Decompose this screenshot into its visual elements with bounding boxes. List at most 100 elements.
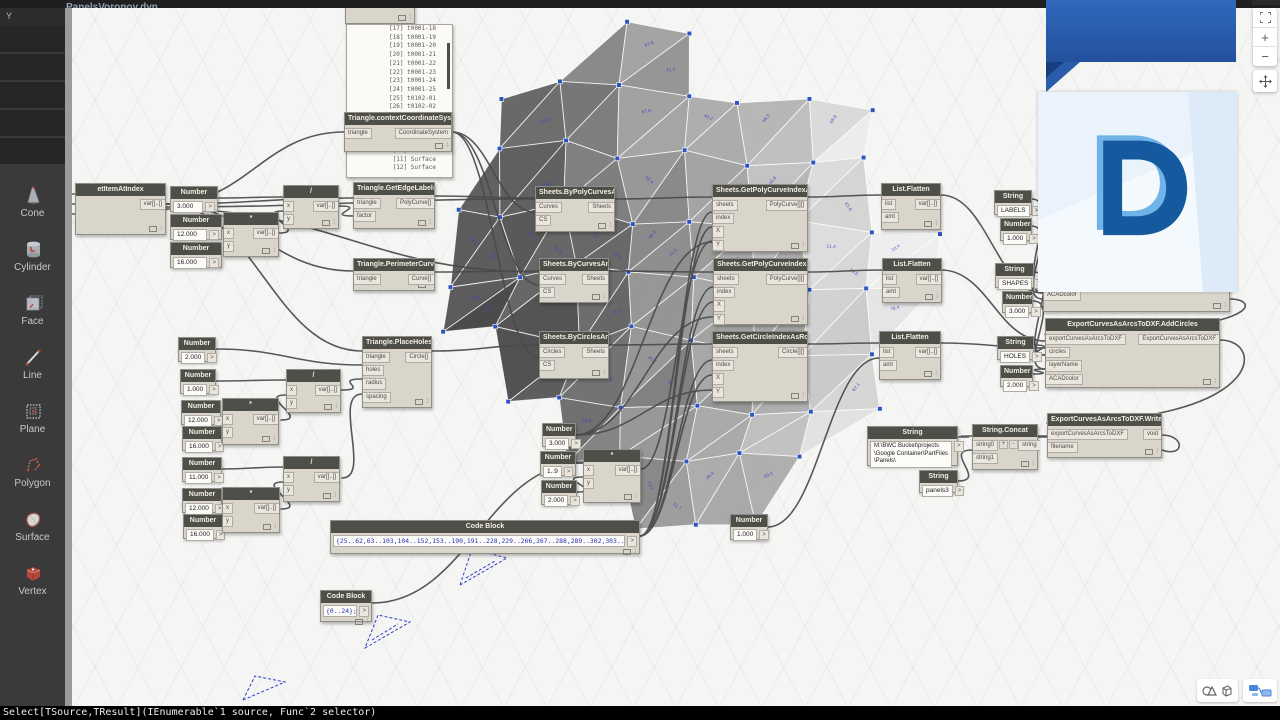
sheets-by-polycurves-in-CS[interactable]: CS [536,215,552,227]
number-1e-value[interactable]: 1.000 [733,529,758,542]
number-12b-header[interactable]: Number [182,401,220,414]
string-shapes-value[interactable]: SHAPES [998,278,1033,291]
export-write-file-in-filename[interactable]: filename [1048,442,1078,454]
export-add-circles-header[interactable]: ExportCurvesAsArcsToDXF.AddCircles [1046,319,1219,332]
sheets-by-polycurves-in-Curves[interactable]: Curves [536,202,563,214]
string-labels-value[interactable]: LABELS [997,205,1030,218]
get-polycurve-index-2-in-X[interactable]: X [714,300,726,312]
lacing-icon[interactable] [355,619,364,626]
number-1b-out-port[interactable]: > [209,384,219,396]
get-circle-index-out-Circle[interactable]: Circle[][] [777,347,807,359]
export-add-circles-in-layerName[interactable]: layerName [1046,360,1083,372]
lacing-icon[interactable] [324,404,333,410]
number-16a-header[interactable]: Number [171,243,221,256]
export-write-file-header[interactable]: ExportCurvesAsArcsToDXF.WriteFile [1048,414,1161,427]
divide-c-in-x[interactable]: x [284,472,294,484]
number-3a-header[interactable]: Number [171,187,217,200]
triangle-perimeter-curves-in-triangle[interactable]: triangle [354,274,381,286]
get-polycurve-index-1-in-Y[interactable]: Y [713,239,725,251]
library-category-row[interactable] [0,54,65,82]
divide-b-in-x[interactable]: x [287,385,297,397]
code-block-0-24[interactable]: Code Block{0..24};>⁞ [320,590,372,626]
number-1b-header[interactable]: Number [181,370,215,383]
lacing-icon[interactable] [262,248,271,254]
concat-add-button[interactable]: + [999,440,1009,450]
code-block-ranges-out-port[interactable]: > [627,535,637,547]
lacing-icon[interactable] [924,221,933,227]
number-1b-value[interactable]: 1.000 [183,384,208,397]
get-circle-index-in-index[interactable]: index [713,360,735,372]
library-category-row[interactable] [0,82,65,110]
sidebar-item-polygon[interactable]: Polygon [0,444,65,498]
number-2b-value[interactable]: 2.000 [181,352,206,365]
graph-view-toggle[interactable] [1243,679,1277,702]
concat-remove-button[interactable]: - [1009,440,1019,450]
watch-parent-node[interactable]: ⁞ [345,8,415,24]
export-add-circles-in-exportCurvesAsArcsToDXF[interactable]: exportCurvesAsArcsToDXF [1046,334,1127,346]
lacing-icon[interactable] [791,243,800,249]
export-write-file-in-exportCurvesAsArcsToDXF[interactable]: exportCurvesAsArcsToDXF [1048,429,1129,441]
divide-a-header[interactable]: / [284,186,338,199]
fit-to-screen-icon[interactable] [1253,8,1277,28]
multiply-b-out-var[interactable]: var[]..[] [252,414,278,426]
list-flatten-1-in-amt[interactable]: amt [882,212,900,224]
get-item-at-index-out-var[interactable]: var[]..[] [139,199,165,211]
multiply-d-header[interactable]: * [584,450,640,463]
get-polycurve-index-1-header[interactable]: Sheets.GetPolyCurveIndexAsRow [713,185,807,198]
multiply-c-in-y[interactable]: y [223,516,233,528]
sheets-by-circles-in-CS[interactable]: CS [540,360,556,372]
sheets-by-circles-header[interactable]: Sheets.ByCirclesAndCS [540,332,608,345]
divide-c-header[interactable]: / [284,457,339,470]
number-12a-out-port[interactable]: > [209,229,219,241]
string-concat-in-string0[interactable]: string0 [973,440,999,452]
sidebar-item-cylinder[interactable]: Cylinder [0,228,65,282]
number-16b-value[interactable]: 16.000 [185,441,213,454]
get-item-at-index-header[interactable]: etItemAtIndex [76,184,165,197]
lacing-icon[interactable] [592,370,601,376]
lacing-icon[interactable] [1145,449,1154,455]
get-polycurve-index-1[interactable]: Sheets.GetPolyCurveIndexAsRowsheetsindex… [712,184,808,252]
number-1f-header[interactable]: Number [1001,219,1031,232]
sheets-by-polycurves[interactable]: Sheets.ByPolyCurvesAndCSCurvesCSSheets⁞ [535,186,615,232]
multiply-d-in-x[interactable]: x [584,465,594,477]
number-16a-out-port[interactable]: > [209,257,219,269]
triangle-get-edge-labels-out-PolyCurve[interactable]: PolyCurve[] [395,198,434,210]
string-holes-out-port[interactable]: > [1032,351,1042,363]
get-polycurve-index-2-out-PolyCurve[interactable]: PolyCurve[][] [765,274,807,286]
lacing-icon[interactable] [1021,461,1030,467]
geometry-view-toggle[interactable] [1197,679,1238,702]
triangle-context-cs-in-triangle[interactable]: triangle [345,128,372,140]
multiply-a-in-x[interactable]: x [224,228,234,240]
triangle-context-cs-out-CoordinateSystem[interactable]: CoordinateSystem [394,128,451,140]
sidebar-item-surface[interactable]: Surface [0,498,65,552]
triangle-context-cs[interactable]: Triangle.contextCoordinateSystemtriangle… [344,112,452,152]
divide-c-in-y[interactable]: y [284,485,294,497]
export-add-circles-in-circles[interactable]: circles [1046,347,1071,359]
get-polycurve-index-1-in-sheets[interactable]: sheets [713,200,738,212]
list-flatten-2-out-var[interactable]: var[]..[] [915,274,941,286]
export-add-circles-in-ACADcolor[interactable]: ACADcolor [1046,373,1083,385]
sidebar-item-face[interactable]: Face [0,282,65,336]
lacing-icon[interactable] [598,223,607,229]
get-circle-index-header[interactable]: Sheets.GetCircleIndexAsRow [713,332,807,345]
lacing-icon[interactable] [263,524,272,530]
number-3d-out-port[interactable]: > [571,438,581,450]
lacing-icon[interactable] [398,15,407,21]
divide-a-out-var[interactable]: var[]..[] [312,201,338,213]
number-range-1-9-value[interactable]: 1..9 [543,466,562,479]
triangle-place-holes-in-triangle[interactable]: triangle [363,352,390,364]
library-category-row[interactable] [0,110,65,138]
